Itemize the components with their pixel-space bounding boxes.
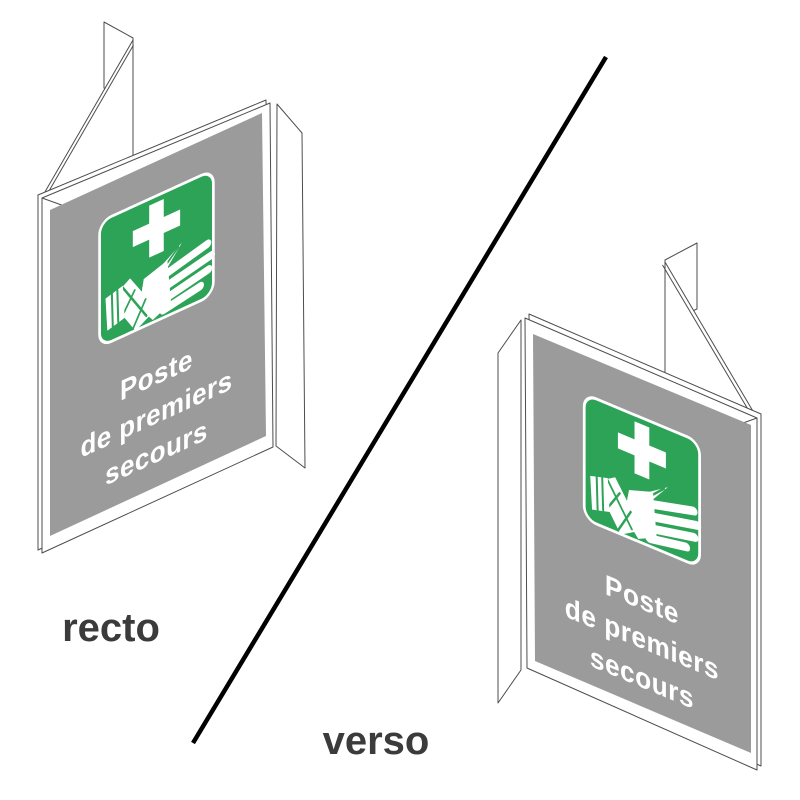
tab-fold-edge-line (662, 264, 755, 420)
diagonal-divider-line (191, 55, 608, 745)
recto-label: recto (62, 606, 160, 650)
tab-fold-edge-line (45, 44, 134, 198)
verso-side-panel (497, 319, 522, 704)
verso-sign: Poste de premiers secours (497, 242, 762, 771)
verso-label: verso (323, 719, 430, 763)
recto-sign: Poste de premiers secours (37, 21, 306, 554)
recto-side-panel (275, 103, 306, 469)
verso-hanging-tab (662, 242, 758, 420)
